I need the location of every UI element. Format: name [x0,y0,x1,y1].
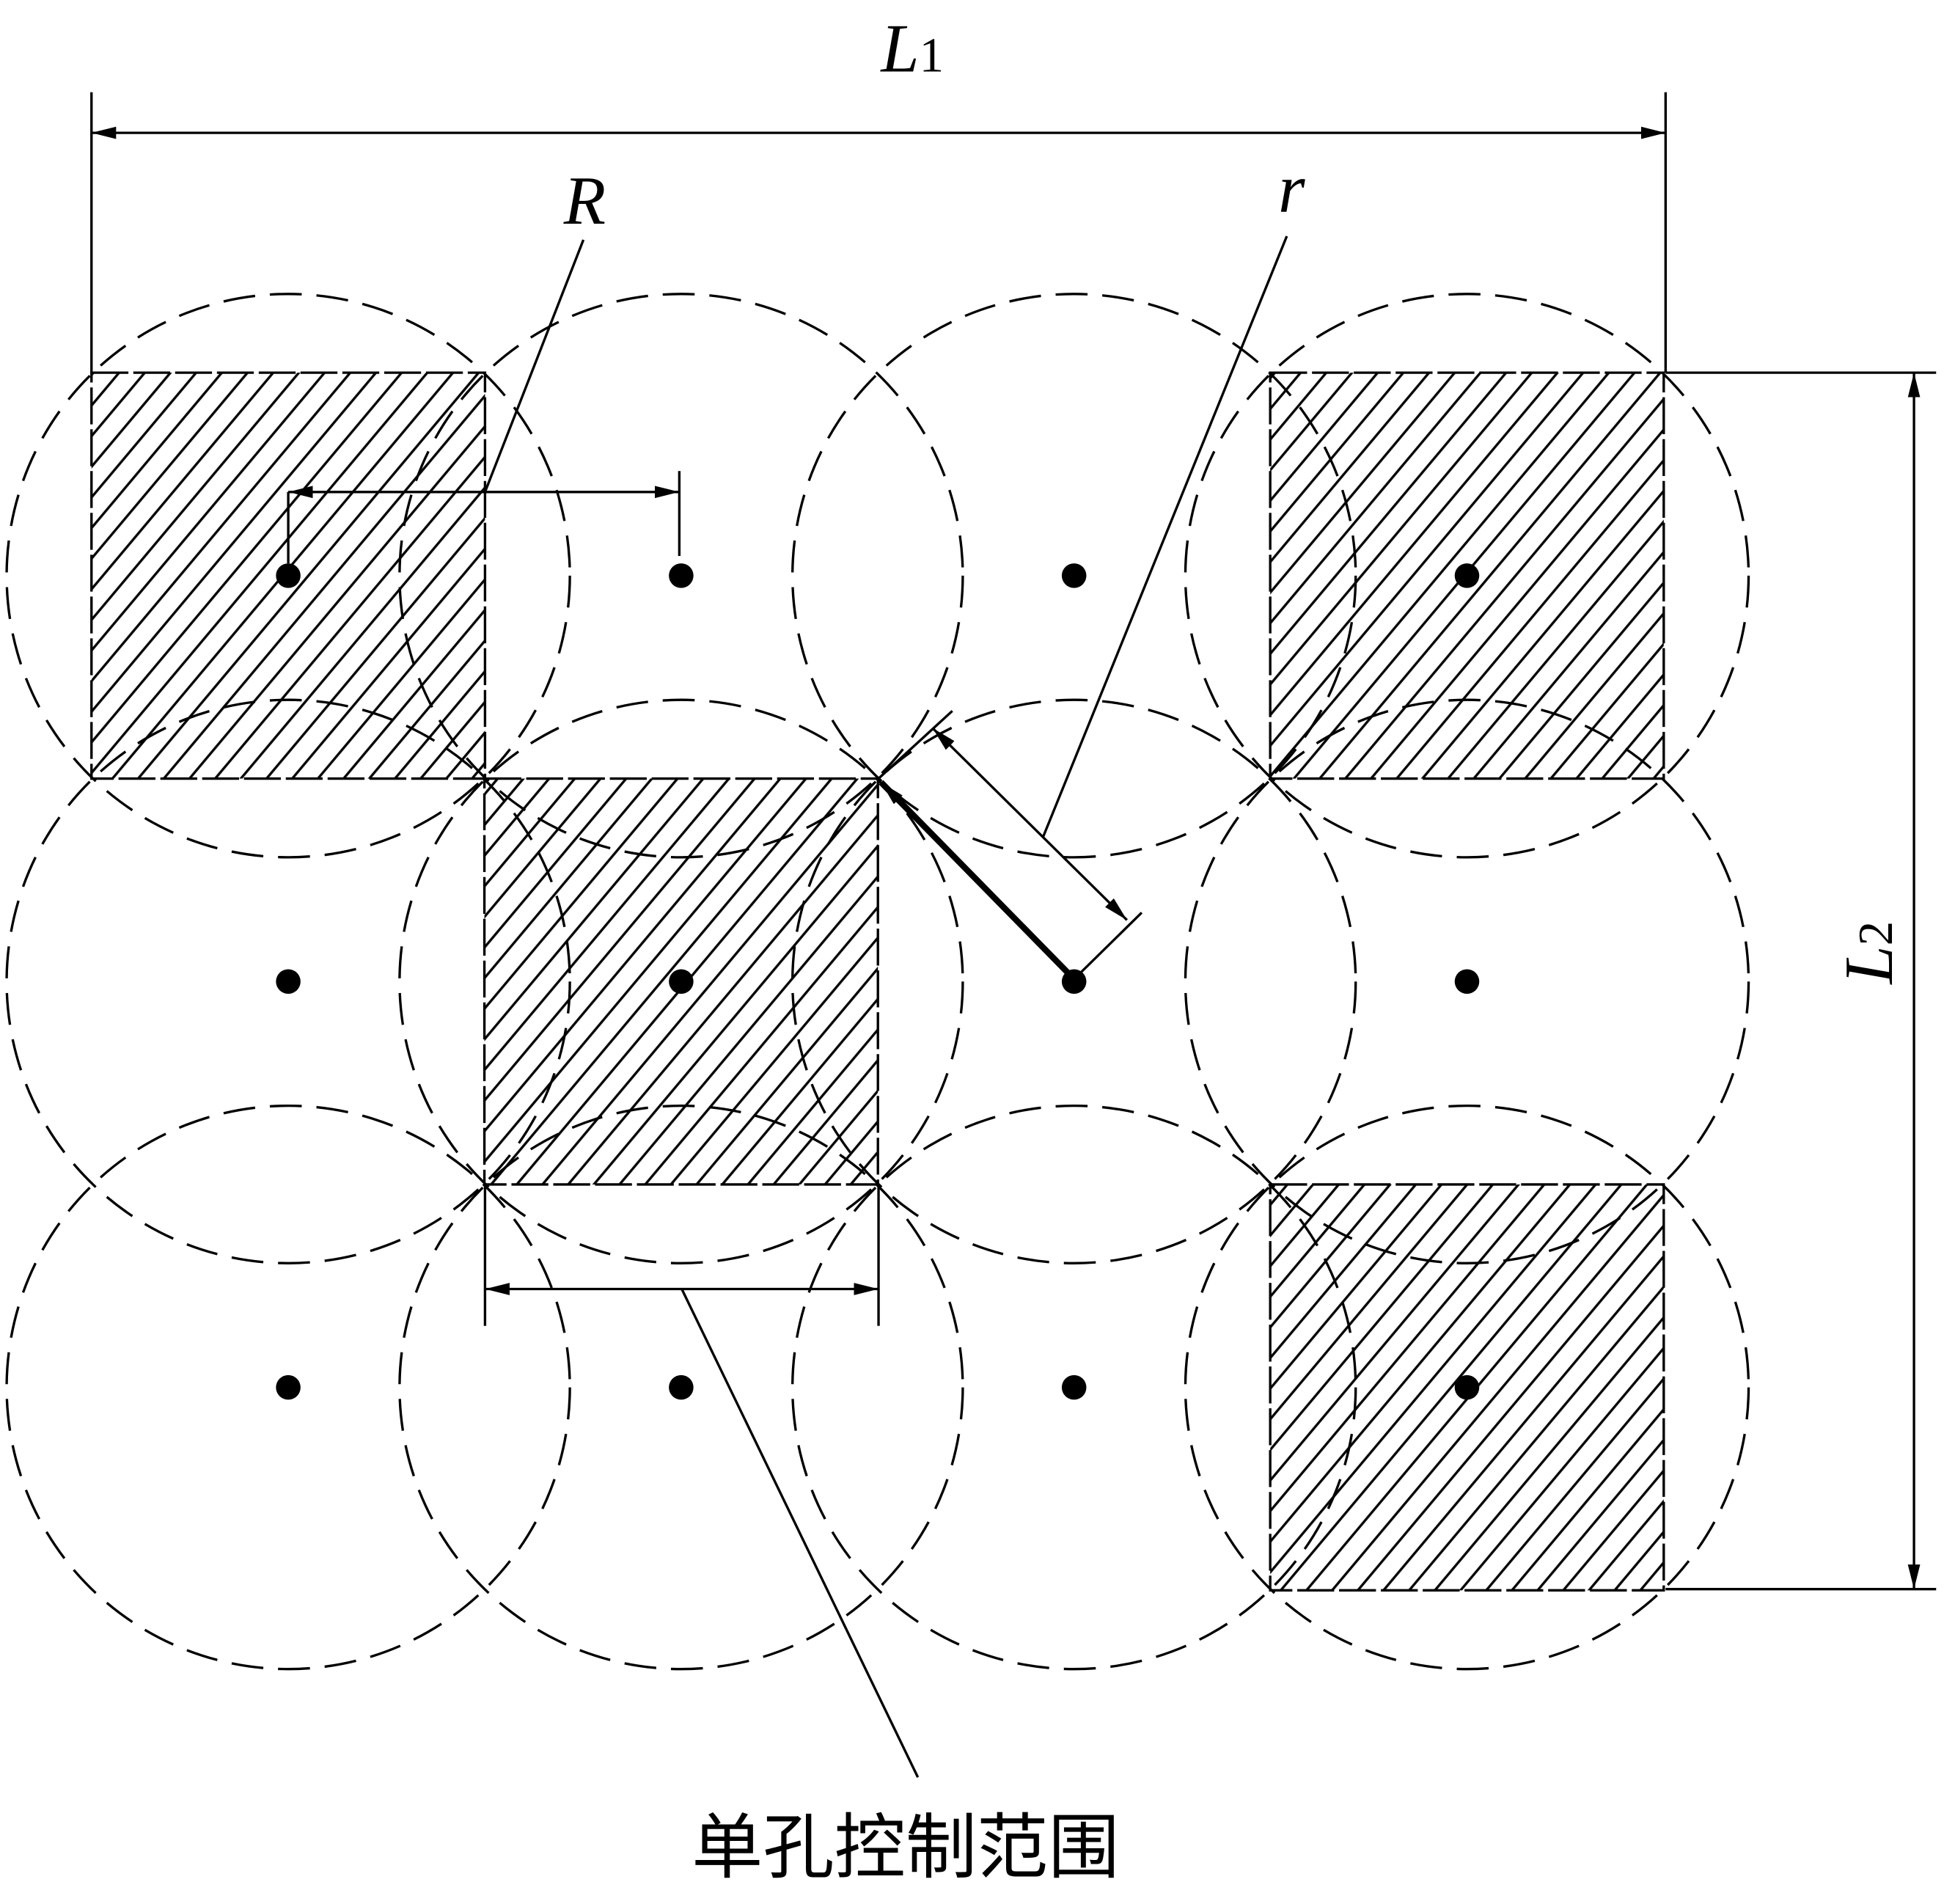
borehole-dot [669,1374,694,1400]
influence-circle [5,293,571,859]
label-L2: L2 [1831,921,1907,986]
dimension-L1 [90,92,1668,373]
influence-circle [1184,293,1750,859]
dimension-control-range [483,1184,920,1778]
caption-control-range: 单孔控制范围 [692,1806,1120,1889]
dimension-r [877,235,1288,981]
borehole-dot [276,969,301,995]
influence-circle [791,698,1357,1264]
boreholes [276,563,1480,1400]
dimension-R [287,239,681,564]
influence-circle [5,698,571,1264]
borehole-dot [276,563,301,588]
influence-circle [398,293,964,859]
influence-circle [398,1104,964,1671]
label-r: r [1278,150,1305,227]
borehole-dot [276,1374,301,1400]
borehole-dot [1454,969,1480,995]
label-R: R [563,163,606,239]
label-L1: L1 [879,10,944,87]
borehole-dot [1454,563,1480,588]
dimension-L2 [1665,371,1937,1591]
influence-circle [1184,698,1750,1264]
borehole-dot [669,969,694,995]
influence-circle [5,1104,571,1671]
borehole-dot [1061,1374,1087,1400]
influence-circle [398,698,964,1264]
borehole-dot [1061,563,1087,588]
influence-circle [791,1104,1357,1671]
control-squares [90,371,1665,1592]
borehole-dot [1454,1374,1480,1400]
borehole-dot [669,563,694,588]
influence-circle [1184,1104,1750,1671]
